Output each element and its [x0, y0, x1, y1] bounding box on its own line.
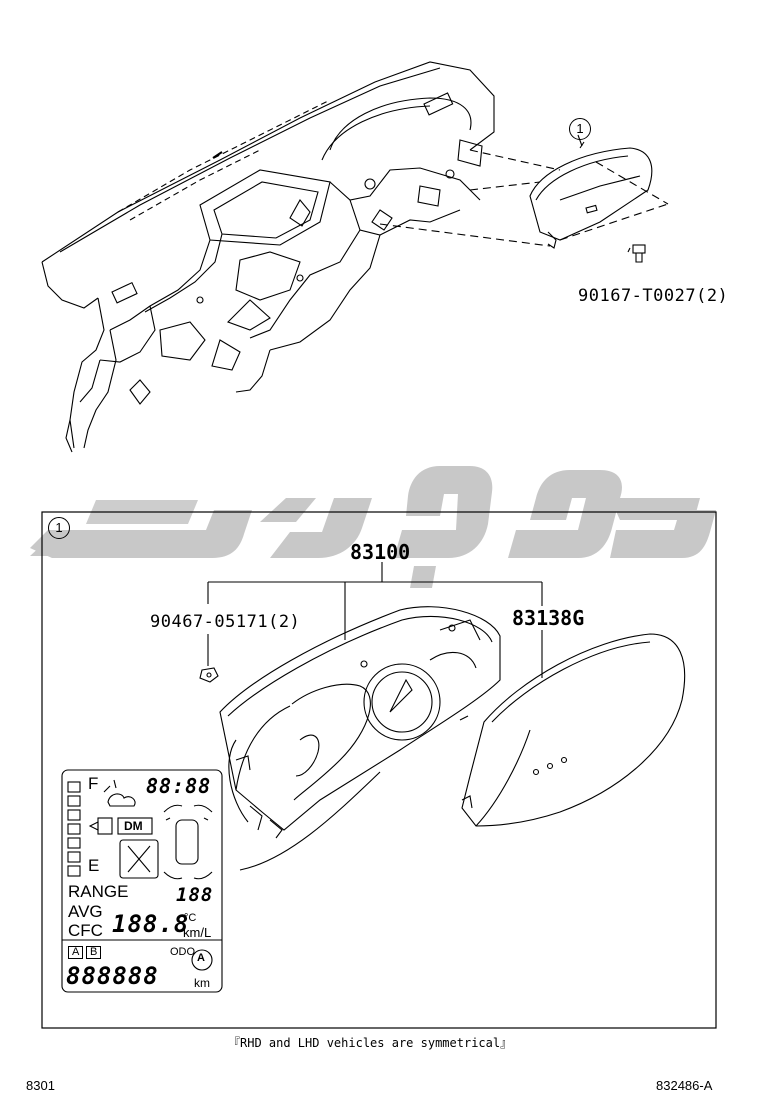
glass-cover-drawing [461, 633, 686, 827]
lcd-unit-temp: °C [184, 912, 197, 924]
lcd-auto-badge: A [197, 952, 205, 964]
combination-meter-drawing [219, 606, 501, 871]
page-code: 8301 [26, 1078, 55, 1093]
lcd-avg-value: 188.8 [112, 910, 190, 938]
callout-marker-box: 1 [48, 517, 70, 539]
lcd-odometer-value: 888888 [66, 962, 159, 990]
part-number-meter-assembly[interactable]: 83100 [350, 540, 411, 564]
lcd-odo-label: ODO [170, 946, 196, 958]
lcd-avg-label: AVG [68, 902, 103, 921]
lcd-fuel-full: F [88, 774, 99, 793]
lcd-range-value: 188 [176, 884, 214, 906]
lcd-unit-consumption: km/L [183, 925, 212, 940]
lcd-trip-a: A [68, 946, 84, 959]
instrument-panel-drawing [41, 61, 669, 453]
detail-frame [41, 511, 717, 1029]
lcd-fuel-empty: E [88, 856, 100, 875]
lcd-range-label: RANGE [68, 882, 129, 901]
part-number-screw-top[interactable]: 90167-T0027(2) [578, 286, 729, 306]
lcd-trip-b: B [86, 946, 102, 959]
callout-marker-top: 1 [569, 118, 591, 140]
screw-meter-drawing [199, 667, 219, 683]
lcd-clock: 88:88 [146, 774, 212, 798]
lcd-display-drawing [61, 769, 223, 993]
lcd-odometer-unit: km [194, 976, 210, 990]
meter-small-drawing [529, 141, 653, 249]
part-number-glass-cover[interactable]: 83138G [512, 606, 585, 630]
lcd-cfc-label: CFC [68, 921, 103, 940]
leader-lines [207, 562, 543, 678]
figure-code: 832486-A [656, 1078, 713, 1093]
part-number-screw-meter[interactable]: 90467-05171(2) [150, 612, 301, 632]
symmetry-note: 『RHD and LHD vehicles are symmetrical』 [228, 1036, 513, 1050]
watermark-logo [30, 466, 716, 588]
lcd-dm-label: DM [124, 819, 143, 833]
